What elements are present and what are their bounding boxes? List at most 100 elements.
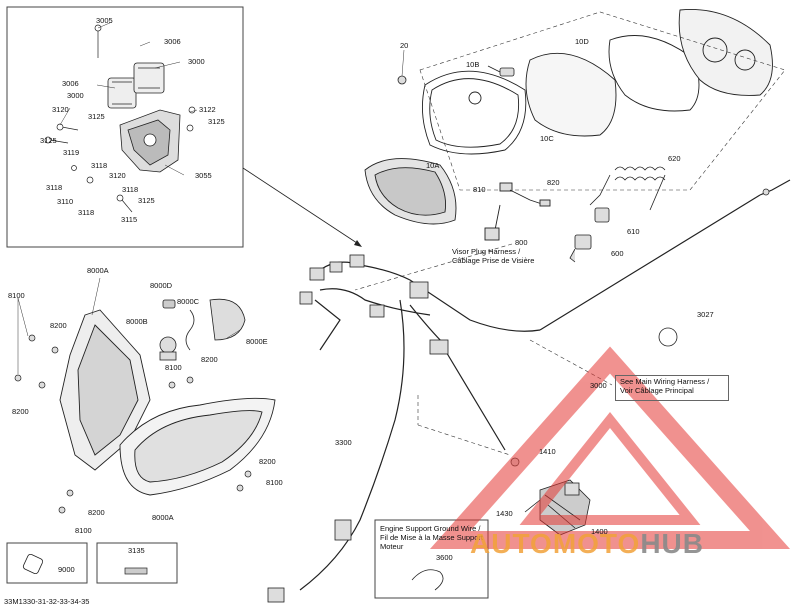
part-label: 3125	[208, 117, 225, 126]
part-label: 600	[611, 249, 624, 258]
ground-wire-3600	[411, 569, 444, 591]
part-label: 8200	[12, 407, 29, 416]
part-label: 3006	[164, 37, 181, 46]
seal-9000	[22, 553, 44, 575]
inset-arrow-head	[354, 240, 362, 247]
box-9000	[6, 542, 88, 584]
switch-610	[594, 207, 610, 223]
part-label: 3125	[138, 196, 155, 205]
part-label: 800	[515, 238, 528, 247]
cap-8000D	[162, 299, 176, 309]
part-label: 3300	[335, 438, 352, 447]
part-label: 3600	[436, 553, 453, 562]
diagram-code: 33M1330-31-32-33-34-35	[4, 597, 90, 606]
part-label: 8100	[165, 363, 182, 372]
part-label: 8000D	[150, 281, 173, 290]
part-label: 3055	[195, 171, 212, 180]
part-label: 3115	[121, 215, 138, 224]
part-label: 3118	[122, 185, 139, 194]
watermark-text: AUTOMOTOHUB	[470, 528, 704, 560]
part-label: 3125	[40, 136, 57, 145]
voltage-regulator-1400	[539, 479, 591, 536]
part-label: 3118	[91, 161, 108, 170]
part-3027	[658, 327, 678, 347]
cover-8000E	[209, 298, 246, 341]
main-harness-note-2: Voir Câblage Principal	[620, 386, 694, 395]
bracket-3055	[119, 109, 181, 173]
relay-module-right	[133, 62, 165, 94]
part-label: 3027	[697, 310, 714, 319]
part-label: 3118	[78, 208, 95, 217]
part-label: 8000C	[177, 297, 200, 306]
visor-plug-note-2: Câblage Prise de Visière	[452, 256, 535, 265]
part-label: 10A	[426, 161, 440, 170]
part-label: 1410	[539, 447, 556, 456]
ground-wire-note-2: Fil de Mise à la Masse Support	[380, 533, 483, 542]
part-label: 8100	[8, 291, 25, 300]
part-label: 1430	[496, 509, 513, 518]
part-label: 3000	[188, 57, 205, 66]
part-label: 3119	[63, 148, 80, 157]
part-label: 3120	[109, 171, 126, 180]
bulb-8000B	[159, 336, 177, 361]
part-label: 810	[473, 185, 486, 194]
watermark-part-1: AUTOMOTO	[470, 528, 641, 559]
part-label: 8000B	[126, 317, 148, 326]
part-label: 8000A	[152, 513, 174, 522]
long-cable	[539, 194, 761, 331]
part-label: 620	[668, 154, 681, 163]
part-label: 8200	[201, 355, 218, 364]
part-label: 3005	[96, 16, 113, 25]
gauge-lens-10D	[525, 52, 617, 137]
ground-wire-note-3: Moteur	[380, 542, 404, 551]
gauge-cover	[608, 35, 700, 112]
part-label: 8200	[259, 457, 276, 466]
part-label: 610	[627, 227, 640, 236]
visor-dashed-leader	[354, 243, 513, 291]
headlight-8000A-front	[119, 397, 276, 496]
bulb-10B	[487, 65, 515, 77]
part-label: 8200	[50, 321, 67, 330]
part-label: 1400	[591, 527, 608, 536]
part-label: 8200	[88, 508, 105, 517]
gauge-group-outline	[419, 11, 786, 191]
gauge-bezel-10C	[421, 70, 527, 155]
part-label: 8000E	[246, 337, 268, 346]
fuse-3135	[124, 567, 148, 575]
part-label: 9000	[58, 565, 75, 574]
spring-clip-8000C	[185, 309, 195, 351]
coiled-cord-620	[589, 166, 666, 211]
gauge-housing-10A	[364, 158, 457, 225]
part-label: 3120	[52, 105, 69, 114]
ground-wire-note-1: Engine Support Ground Wire /	[380, 524, 481, 533]
visor-plug-harness	[484, 182, 551, 241]
part-label: 3135	[128, 546, 145, 555]
watermark-part-2: HUB	[640, 528, 704, 559]
headlight-8000A-rear	[59, 309, 151, 471]
main-harness-note-box	[615, 375, 729, 401]
part-label: 3125	[88, 112, 105, 121]
visor-plug-note-1: Visor Plug Harness /	[452, 247, 521, 256]
part-label: 10B	[466, 60, 480, 69]
part-label: 3006	[62, 79, 79, 88]
part-label: 820	[547, 178, 560, 187]
headlight-leaders	[17, 277, 241, 374]
part-label: 3000	[590, 381, 607, 390]
part-label: 8000A	[87, 266, 109, 275]
box-3135	[96, 542, 178, 584]
inset-detail-box	[6, 6, 244, 248]
screw-20	[397, 75, 407, 85]
part-label: 8100	[266, 478, 283, 487]
harness-connectors	[267, 254, 449, 603]
inset-arrow-line	[242, 167, 361, 246]
connector-600	[569, 234, 592, 263]
part-label: 3122	[199, 105, 216, 114]
watermark-logo	[429, 346, 791, 549]
part-label: 20	[400, 41, 409, 50]
gauge-housing-rear	[678, 9, 773, 96]
inset-screws	[44, 24, 196, 213]
main-harness-note-1: See Main Wiring Harness /	[620, 377, 710, 386]
headlight-fasteners	[14, 334, 252, 514]
